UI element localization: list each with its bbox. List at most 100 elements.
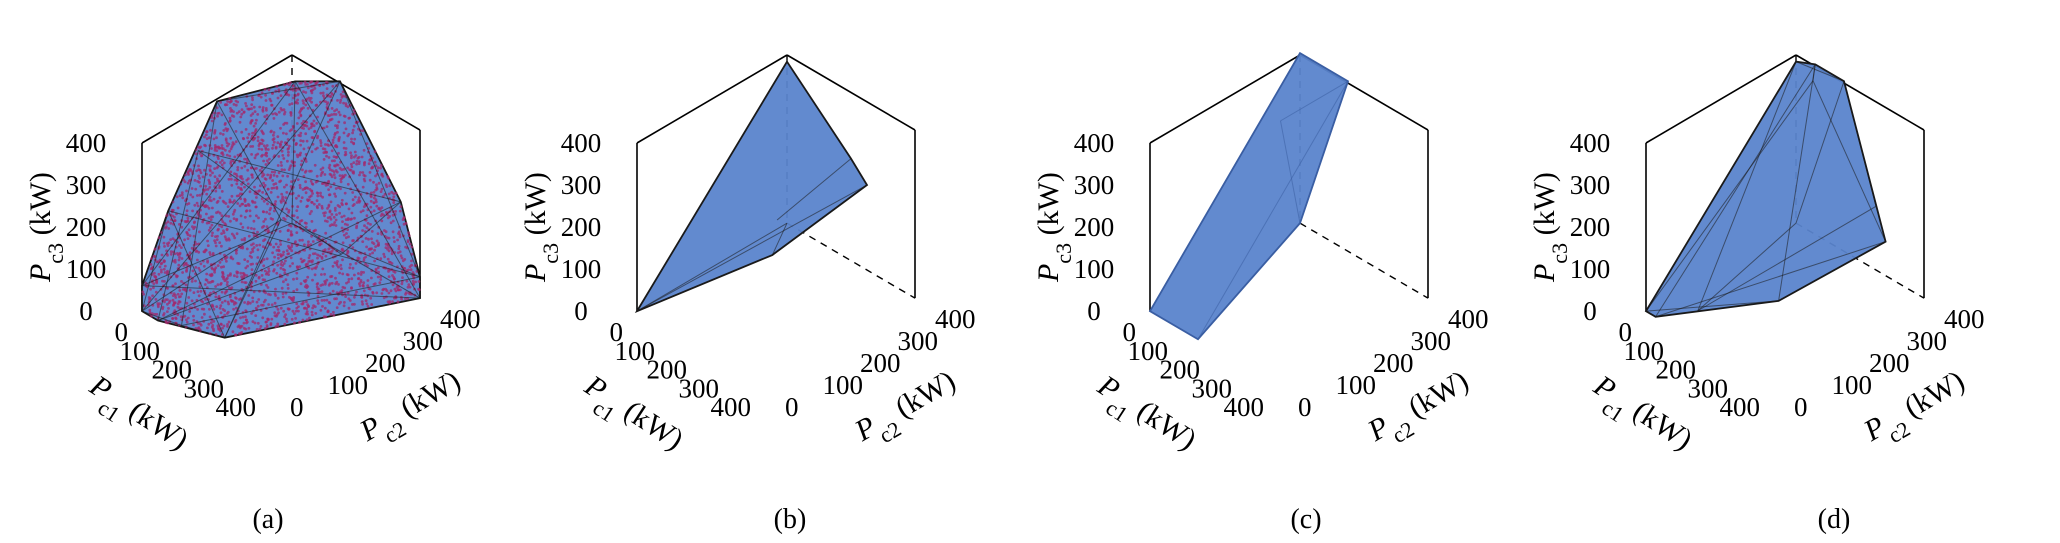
sample-point [187, 202, 191, 205]
sample-point [272, 186, 276, 190]
sample-point [218, 241, 222, 245]
sample-point [345, 232, 348, 235]
sample-point [244, 127, 248, 131]
sample-point [229, 273, 232, 277]
sample-point [216, 315, 220, 318]
sample-point [231, 143, 235, 147]
sample-point [320, 206, 324, 210]
sample-point [396, 251, 400, 255]
facet-edge [636, 184, 868, 312]
sample-point [316, 253, 319, 257]
sample-point [264, 148, 268, 151]
sample-point [326, 183, 330, 187]
sample-point [230, 114, 234, 118]
sample-point [290, 249, 294, 253]
sample-point [379, 164, 383, 167]
sample-point [227, 238, 231, 242]
sample-point [191, 269, 195, 273]
sample-point [336, 99, 339, 102]
sample-point [344, 127, 348, 131]
sample-point [265, 257, 269, 261]
facet-edge [1697, 205, 1877, 312]
sample-point [253, 156, 257, 160]
sample-point [213, 268, 216, 272]
sample-point [177, 258, 181, 262]
sample-point [310, 150, 314, 154]
sample-point [329, 217, 333, 221]
sample-point [283, 168, 286, 172]
sample-point [257, 147, 261, 151]
sample-point [196, 145, 200, 149]
z-tick-label: 100 [1570, 254, 1611, 284]
sample-point [324, 315, 328, 319]
sample-point [303, 306, 307, 310]
sample-point [294, 100, 298, 104]
sample-point [178, 244, 181, 247]
sample-point [321, 267, 325, 271]
sample-point [295, 288, 299, 292]
sample-point [412, 282, 415, 285]
sample-point [315, 282, 319, 286]
sample-point [342, 167, 346, 171]
sample-point [377, 241, 380, 245]
sample-point [253, 201, 257, 204]
sample-point [286, 159, 289, 163]
sample-point [259, 184, 262, 188]
y-tick-label: 400 [935, 304, 976, 334]
sample-point [323, 306, 327, 310]
sample-point [204, 133, 208, 137]
sample-point [218, 306, 222, 310]
sample-point [240, 202, 244, 206]
x-tick-label: 100 [1128, 336, 1169, 366]
sample-point [295, 209, 299, 213]
sample-point [355, 159, 359, 163]
sample-point [235, 182, 239, 186]
sample-point [340, 226, 344, 230]
sample-point [328, 224, 332, 228]
sample-point [341, 241, 345, 245]
sample-point [250, 119, 254, 122]
sample-point [213, 144, 217, 147]
sample-point [354, 262, 358, 265]
sample-point [329, 275, 332, 279]
sample-point [334, 224, 338, 227]
sample-point [299, 199, 303, 203]
sample-point [376, 166, 380, 170]
sample-point [250, 173, 254, 177]
sample-point [321, 166, 325, 170]
sample-point [183, 180, 187, 184]
sample-point [298, 153, 302, 157]
sample-point [246, 107, 250, 111]
sample-point [214, 295, 218, 299]
sample-point [328, 215, 332, 219]
sample-point [310, 182, 314, 186]
sample-point [239, 222, 243, 226]
sample-point [316, 194, 320, 198]
sample-point [167, 307, 170, 310]
sample-point [331, 264, 335, 268]
sample-point [359, 210, 363, 214]
sample-point [229, 170, 233, 174]
sample-point [369, 191, 373, 195]
sample-point [203, 250, 207, 254]
sample-point [346, 273, 350, 277]
sample-point [196, 180, 200, 183]
sample-point [324, 143, 327, 146]
sample-point [337, 265, 340, 269]
sample-point [330, 159, 334, 163]
sample-point [385, 236, 389, 240]
sample-point [288, 166, 292, 170]
sample-point [397, 288, 400, 292]
sample-point [308, 254, 312, 257]
sample-point [160, 253, 164, 257]
sample-point [354, 154, 358, 157]
sample-point [253, 321, 257, 325]
sample-point [370, 230, 374, 233]
sample-point [283, 112, 286, 116]
sample-point [304, 132, 308, 136]
sample-point [199, 171, 203, 175]
sample-point [256, 304, 260, 308]
sample-point [214, 181, 217, 185]
sample-point [305, 139, 309, 143]
sample-point [340, 95, 344, 99]
